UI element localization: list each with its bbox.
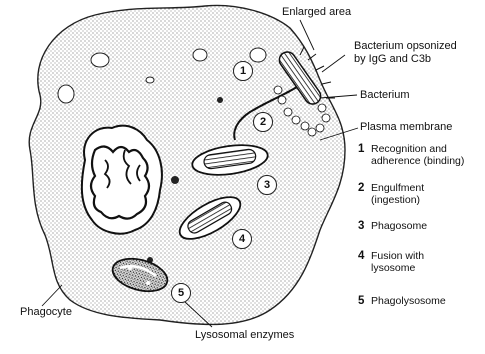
label-bacterium-opsonized-line2: by IgG and C3b (354, 53, 431, 65)
vacuole (193, 49, 207, 61)
phagocyte-cell-body (29, 5, 345, 324)
label-phagocyte: Phagocyte (20, 306, 72, 318)
granule (217, 97, 223, 103)
step-marker-2: 2 (253, 112, 273, 132)
label-lysosomal-enzymes: Lysosomal enzymes (195, 329, 294, 341)
legend-step-2-line2: (ingestion) (371, 194, 420, 206)
legend-step-5-line1: Phagolysosome (371, 295, 446, 307)
legend-step-4-number: 4 (358, 250, 364, 262)
legend-step-2-line1: Engulfment (371, 182, 424, 194)
label-bacterium-opsonized-line1: Bacterium opsonized (354, 40, 457, 52)
legend-step-2: 2 Engulfment (ingestion) (358, 182, 483, 208)
legend-step-1: 1 Recognition and adherence (binding) (358, 143, 483, 169)
step-marker-4: 4 (232, 229, 252, 249)
vacuole (58, 85, 74, 103)
label-enlarged-area: Enlarged area (282, 6, 351, 18)
legend-step-5-number: 5 (358, 295, 364, 307)
label-plasma-membrane: Plasma membrane (360, 121, 452, 133)
step-marker-1: 1 (233, 61, 253, 81)
legend-step-4-line2: lysosome (371, 262, 415, 274)
legend-step-4-line1: Fusion with (371, 250, 424, 262)
granule (171, 176, 179, 184)
legend-step-3-line1: Phagosome (371, 220, 427, 232)
legend-step-1-line2: adherence (binding) (371, 155, 464, 167)
legend-step-3: 3 Phagosome (358, 220, 483, 234)
legend-step-4: 4 Fusion with lysosome (358, 250, 483, 276)
legend-step-1-line1: Recognition and (371, 143, 447, 155)
legend-step-1-number: 1 (358, 143, 364, 155)
vacuole (250, 48, 266, 62)
legend-step-5: 5 Phagolysosome (358, 295, 483, 309)
step-marker-3: 3 (257, 175, 277, 195)
legend-step-2-number: 2 (358, 182, 364, 194)
label-bacterium: Bacterium (360, 89, 410, 101)
step-marker-5: 5 (171, 283, 191, 303)
legend-step-3-number: 3 (358, 220, 364, 232)
vacuole (91, 53, 109, 67)
vacuole (146, 77, 154, 83)
